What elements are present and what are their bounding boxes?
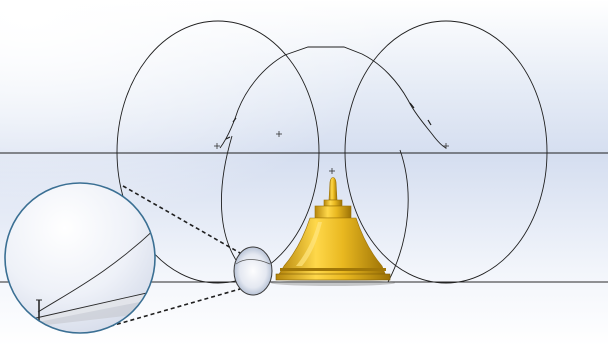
bell-lip <box>275 273 391 281</box>
bell-part[interactable] <box>271 177 395 287</box>
detail-shadow-light <box>38 290 155 322</box>
leader-line-top <box>122 185 241 254</box>
lens-curve <box>235 259 271 265</box>
bell-crown-top <box>323 199 343 207</box>
profile-tick <box>427 119 432 126</box>
profile-tick <box>232 117 237 123</box>
bell-lip-band <box>280 268 386 271</box>
magnifier-lens[interactable] <box>233 246 273 296</box>
detail-curve <box>37 225 155 313</box>
sketch-circle-right[interactable] <box>344 20 548 284</box>
bell-crown <box>314 205 352 219</box>
origin-marker-left[interactable] <box>214 143 220 149</box>
sketch-profile-middle[interactable] <box>219 46 447 149</box>
bell-highlight <box>296 222 322 266</box>
profile-tick <box>409 102 415 109</box>
detail-view-circle[interactable] <box>4 182 160 334</box>
bell-spire <box>328 177 338 201</box>
detail-ground-line <box>35 289 155 319</box>
origin-marker-middle[interactable] <box>276 131 282 137</box>
leader-line-bottom <box>89 288 241 333</box>
origin-marker-bell[interactable] <box>329 168 335 174</box>
profile-tick <box>225 136 231 140</box>
detail-view-outline <box>4 182 156 334</box>
sketch-circle-left[interactable] <box>116 20 320 284</box>
bell-shadow <box>271 280 395 286</box>
origin-marker-right[interactable] <box>443 143 449 149</box>
